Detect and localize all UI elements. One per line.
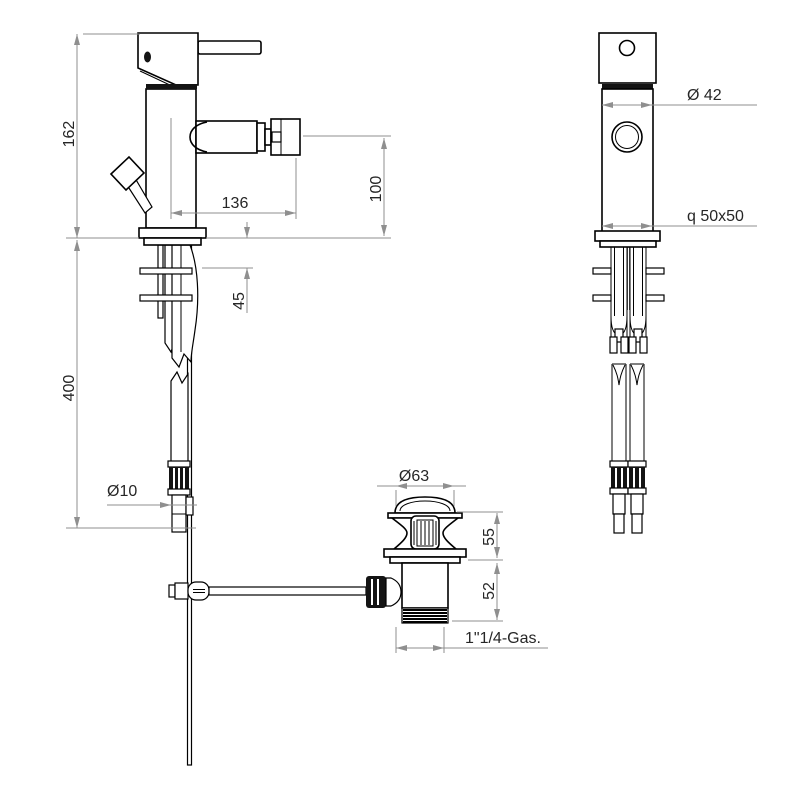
waste-cap-dome — [394, 496, 456, 514]
dim-label-hose-diameter: Ø10 — [107, 483, 137, 500]
dimension-labels: 162 400 45 136 100 Ø10 Ø 42 q 50x50 Ø63 … — [61, 87, 744, 647]
mounting-washer-lower — [139, 294, 193, 302]
dim-label-cap-diameter: Ø63 — [399, 468, 429, 485]
spout-tube — [195, 120, 258, 154]
base-flange-front — [138, 227, 207, 246]
side-washer-bar — [592, 294, 612, 302]
mounting-washer-upper — [139, 267, 193, 275]
handle-lever — [197, 40, 262, 55]
dim-label-hose-length: 400 — [61, 375, 78, 402]
dim-label-body-diameter: Ø 42 — [687, 87, 722, 104]
side-washer-bar — [592, 267, 612, 275]
cartridge-ring — [146, 84, 197, 89]
dim-label-waste-lower: 52 — [481, 582, 498, 600]
waste-thread — [401, 607, 449, 624]
clamp-capsule — [187, 581, 210, 601]
horizontal-link-rod — [208, 586, 367, 596]
temperature-indicator-dot — [144, 51, 151, 63]
pop-up-linkage — [168, 581, 367, 601]
side-mounting-stud — [626, 247, 631, 310]
rod-clamp — [174, 582, 189, 600]
dim-label-spout-height: 100 — [368, 176, 385, 203]
waste-knurled-nut — [366, 576, 386, 608]
spout-joint — [264, 128, 272, 146]
waste-flange — [383, 548, 467, 558]
dim-label-thread: 1"1/4-Gas. — [465, 630, 541, 647]
side-view — [592, 32, 665, 534]
spout-ring — [256, 122, 266, 152]
side-handle-block — [598, 32, 657, 84]
pop-up-control-knob — [109, 155, 153, 214]
side-cartridge-ring — [602, 84, 653, 89]
rod-clip — [185, 496, 194, 516]
spout-end-on — [611, 121, 643, 153]
waste-knurled-knob — [410, 515, 440, 550]
dim-label-waste-upper: 55 — [481, 528, 498, 546]
side-washer-bar — [645, 294, 665, 302]
dim-label-base-section: q 50x50 — [687, 208, 744, 225]
waste-body — [401, 562, 449, 609]
dim-label-deck-thickness: 45 — [231, 292, 248, 310]
faucet-handle — [137, 32, 262, 89]
hose-collar — [167, 460, 191, 468]
dim-label-total-height: 162 — [61, 121, 78, 148]
dimension-graphics — [66, 33, 757, 653]
supply-hose-rear — [167, 244, 199, 533]
front-view — [109, 32, 367, 766]
dim-label-spout-reach: 136 — [222, 195, 249, 212]
waste-assembly — [366, 496, 467, 624]
mounting-stud — [157, 244, 164, 319]
side-hoses-lower — [609, 363, 647, 534]
side-faucet-body — [601, 88, 654, 233]
side-washer-bar — [645, 267, 665, 275]
side-base-flange — [594, 230, 661, 242]
faucet-spout — [189, 118, 301, 156]
side-hoses-upper — [609, 247, 648, 354]
handle-set-screw — [618, 39, 636, 57]
